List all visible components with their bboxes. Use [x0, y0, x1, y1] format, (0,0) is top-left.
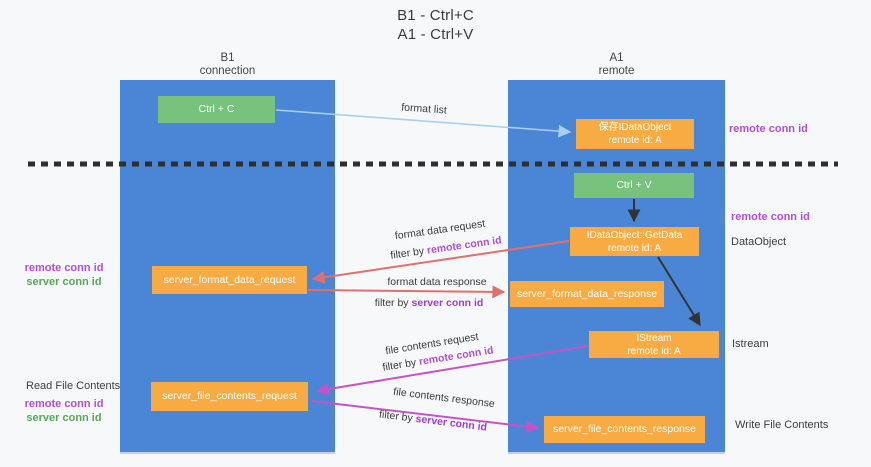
getdata-box: IDataObject::GetData remote id: A — [570, 227, 699, 256]
server-format-data-response-box: server_format_data_response — [510, 281, 664, 307]
filter-server-conn-id-text: server conn id — [411, 297, 484, 309]
right-label-remote-conn-id-2: remote conn id — [731, 211, 810, 223]
left-label-remote-conn-id-1: remote conn id — [24, 262, 104, 274]
diagram-title: B1 - Ctrl+C A1 - Ctrl+V — [0, 6, 871, 44]
save-idataobject-box: 保存IDataObject remote id: A — [576, 119, 694, 149]
server-file-contents-response-label: server_file_contents_response — [552, 423, 696, 435]
ctrl-v-box: Ctrl + V — [574, 173, 694, 198]
filter-by-text: filter by — [378, 408, 414, 425]
ctrl-v-label: Ctrl + V — [616, 179, 652, 191]
istream-box: IStream remote id: A — [589, 331, 719, 358]
right-label-dataobject: DataObject — [731, 236, 787, 248]
left-label-read-file-contents: Read File Contents — [26, 380, 121, 392]
getdata-line1: IDataObject::GetData — [586, 229, 683, 241]
ctrl-c-label: Ctrl + C — [198, 103, 235, 115]
filter-by-text: filter by — [389, 245, 425, 262]
right-label-istream: Istream — [732, 338, 769, 350]
left-conn-id-block-bottom: remote conn id server conn id — [18, 397, 110, 425]
server-file-contents-request-box: server_file_contents_request — [151, 382, 308, 411]
edge-label-format-data-response: format data response — [387, 276, 487, 288]
edge-label-format-list: format list — [400, 101, 448, 117]
column-b1-role: connection — [199, 65, 256, 77]
server-format-data-request-label: server_format_data_request — [163, 273, 296, 286]
title-line-1: B1 - Ctrl+C — [397, 7, 474, 24]
column-header-b1: B1 connection — [120, 52, 335, 78]
istream-line2: remote id: A — [627, 345, 681, 357]
right-label-write-file-contents: Write File Contents — [735, 419, 829, 431]
istream-line1: IStream — [636, 332, 672, 344]
server-file-contents-response-box: server_file_contents_response — [544, 416, 705, 443]
column-a1-role: remote — [598, 65, 635, 77]
left-conn-id-block-top: remote conn id server conn id — [18, 261, 110, 289]
server-format-data-response-label: server_format_data_response — [516, 287, 658, 300]
ctrl-c-box: Ctrl + C — [158, 96, 275, 123]
filter-by-text: filter by — [374, 297, 409, 309]
getdata-line2: remote id: A — [607, 242, 662, 254]
left-label-server-conn-id-1: server conn id — [26, 276, 102, 288]
title-line-2: A1 - Ctrl+V — [397, 26, 474, 43]
filter-server-conn-id-text: server conn id — [414, 412, 488, 434]
save-idataobject-line1: 保存IDataObject — [598, 122, 672, 133]
column-a1-name: A1 — [609, 52, 624, 64]
filter-by-text: filter by — [381, 356, 418, 374]
server-file-contents-request-label: server_file_contents_request — [162, 390, 297, 402]
arrow-format-data-response — [307, 285, 506, 299]
save-idataobject-line2: remote id: A — [608, 135, 662, 146]
left-label-server-conn-id-2: server conn id — [26, 412, 102, 424]
right-label-remote-conn-id-1: remote conn id — [729, 123, 808, 135]
left-label-remote-conn-id-2: remote conn id — [24, 398, 104, 410]
column-b1-name: B1 — [220, 52, 235, 64]
column-header-a1: A1 remote — [508, 52, 725, 78]
filter-remote-conn-id-text: remote conn id — [426, 234, 503, 257]
edge-label-file-contents-response: file contents response — [392, 385, 496, 411]
server-format-data-request-box: server_format_data_request — [152, 266, 307, 294]
